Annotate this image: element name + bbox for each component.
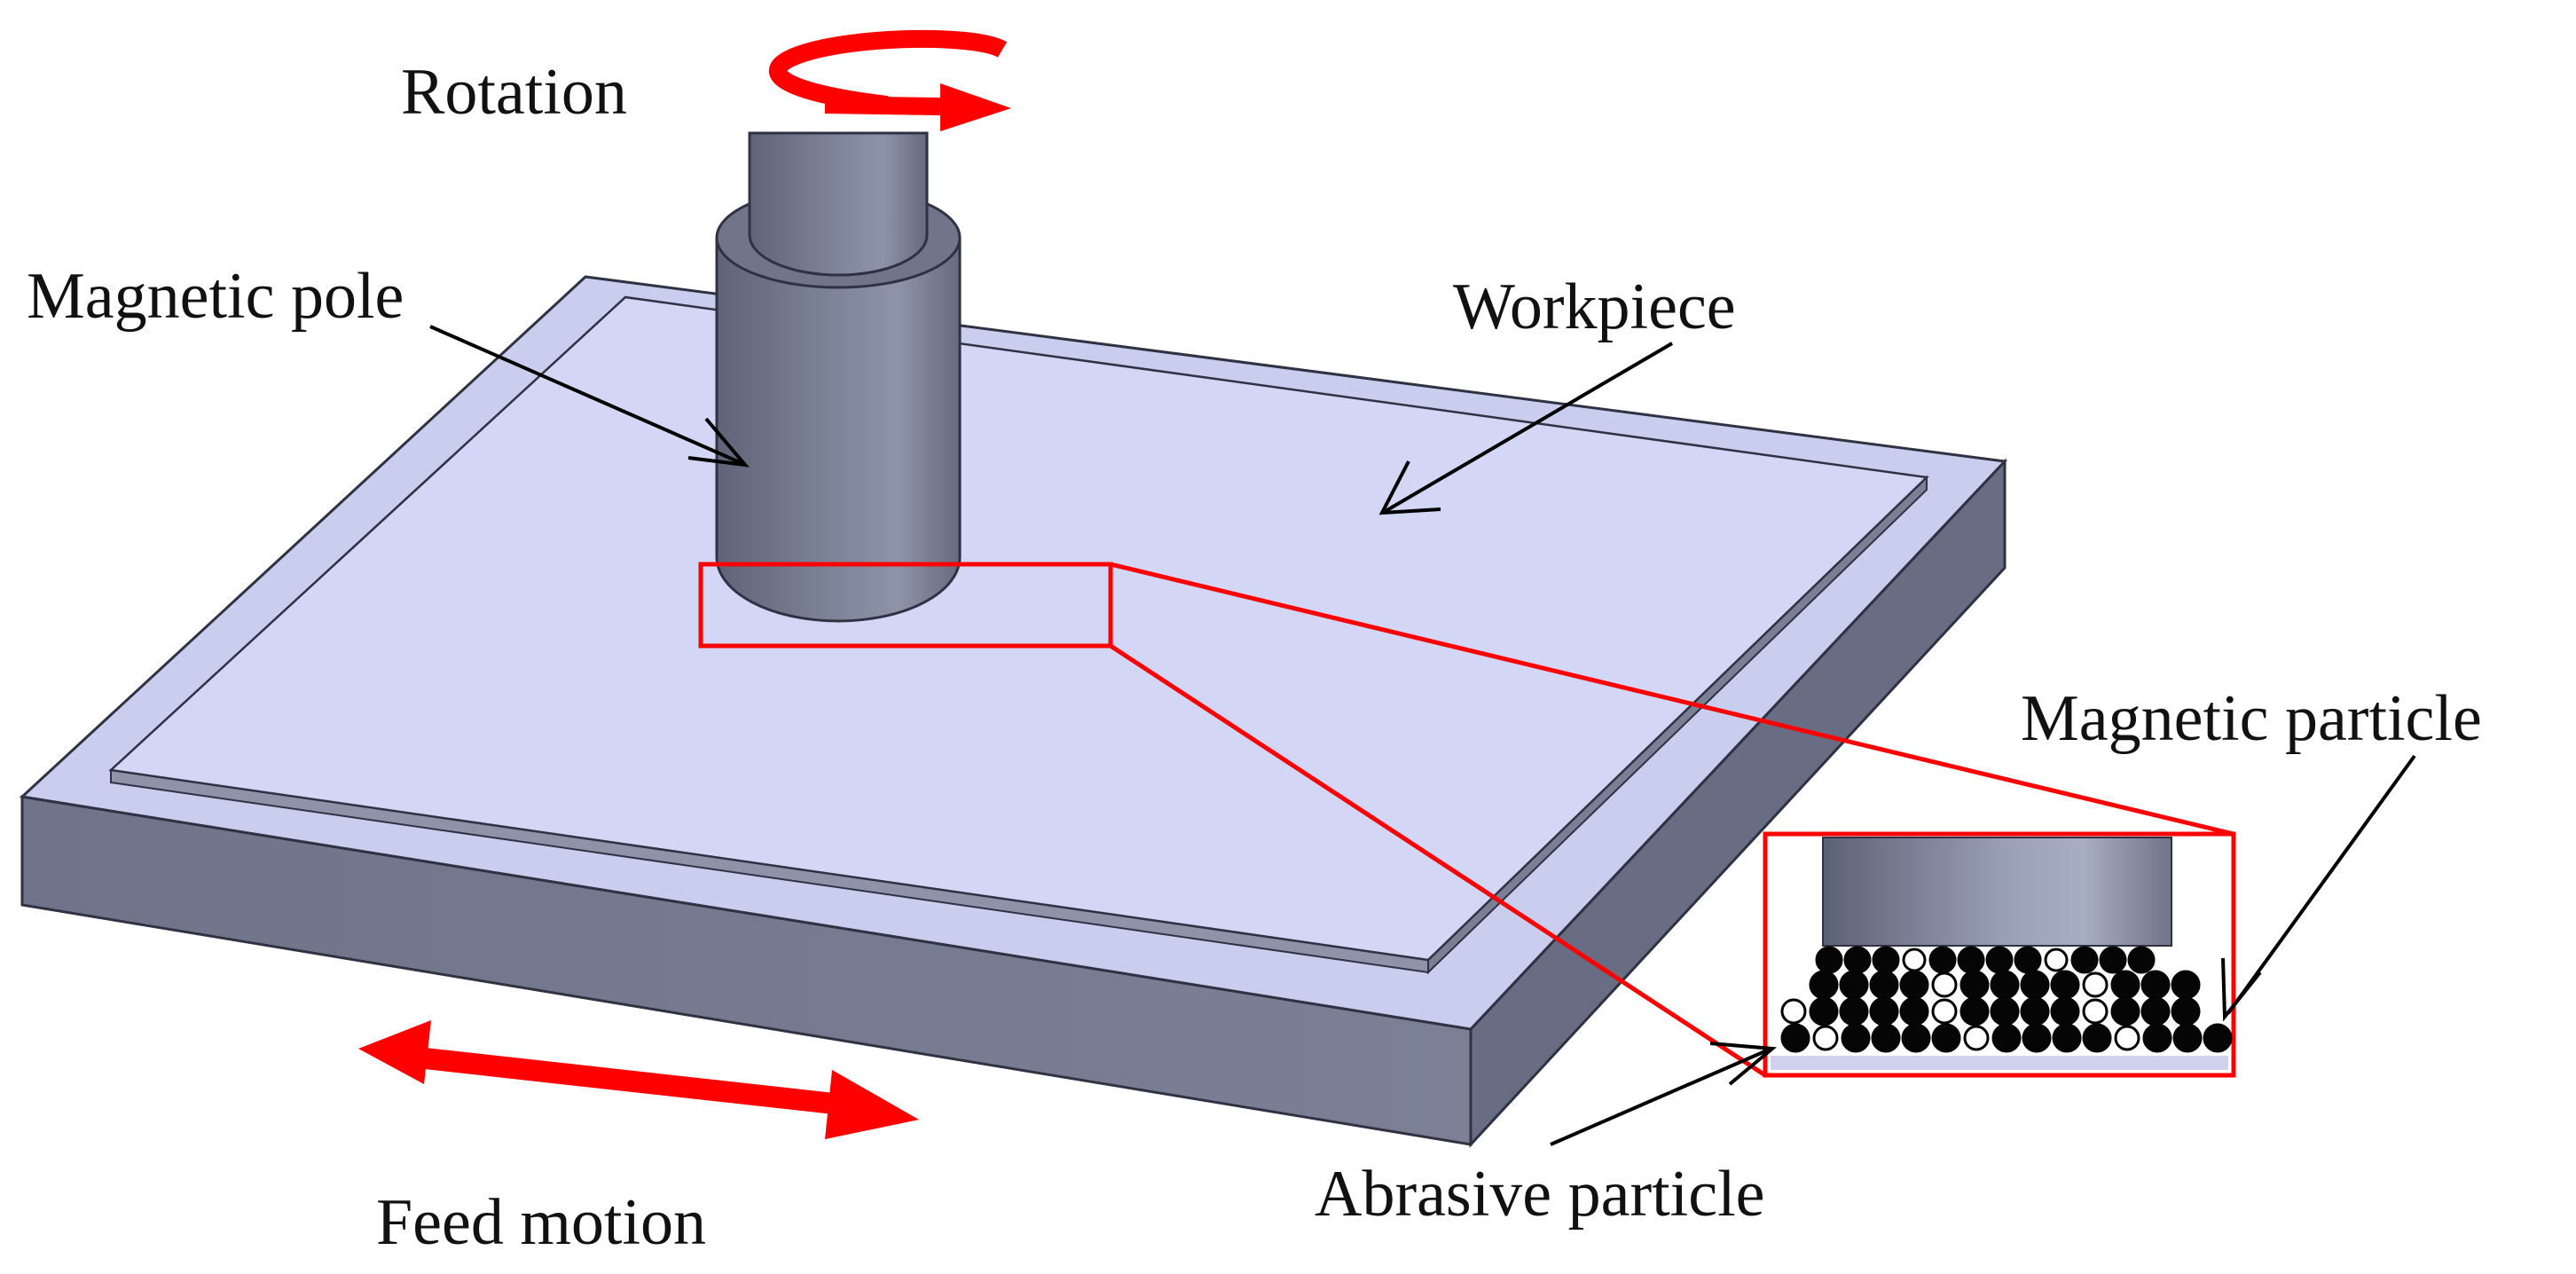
- magnetic-particle: [2171, 996, 2201, 1026]
- magnetic-particle: [1809, 996, 1839, 1026]
- magnetic-particle: [2127, 946, 2156, 974]
- feed-motion-arrow: [358, 1020, 919, 1139]
- magnetic-particle: [1931, 1023, 1961, 1053]
- pole-shaft: [748, 131, 929, 277]
- abrasive-particle: [2044, 948, 2069, 972]
- magnetic-particle-label: Magnetic particle: [2021, 682, 2482, 755]
- magnetic-particle: [1871, 1023, 1901, 1053]
- workpiece: [108, 295, 1929, 975]
- magnetic-pole-label: Magnetic pole: [27, 260, 404, 333]
- magnetic-particle: [1899, 996, 1929, 1026]
- labels: Rotation Magnetic pole Workpiece Magneti…: [27, 56, 2482, 1259]
- magnetic-particle: [1872, 946, 1900, 974]
- rotation-label: Rotation: [401, 56, 627, 129]
- magnetic-particle: [1843, 946, 1872, 974]
- magnetic-particle: [1990, 970, 2020, 1000]
- magnetic-particle: [1959, 970, 1990, 1000]
- abrasive-particle: [2114, 1025, 2140, 1051]
- magnetic-particle: [2099, 946, 2127, 974]
- magnetic-particle: [1901, 1023, 1931, 1053]
- workpiece-top-face: [108, 295, 1929, 962]
- particle-cluster: [1780, 946, 2233, 1053]
- abrasive-particle: [2082, 998, 2109, 1025]
- contact-zone-box: [698, 562, 1113, 649]
- magnetic-particle: [1780, 1023, 1810, 1053]
- magnetic-particle: [1957, 946, 1985, 974]
- magnetic-particle: [1991, 1023, 2022, 1053]
- magnetic-particle: [1869, 970, 1899, 1000]
- leader-lines: [429, 325, 2416, 1146]
- inset-magnified-view: [1763, 831, 2236, 1078]
- magnetic-particle: [2140, 996, 2171, 1026]
- magnetic-pole-leader: [429, 325, 742, 465]
- magnetic-particle: [1899, 970, 1929, 1000]
- magnetic-particle: [1869, 996, 1899, 1026]
- contact-zone-highlight: [698, 562, 2234, 1078]
- magnetic-particle: [2052, 1023, 2082, 1053]
- zoom-line-top: [1110, 562, 2234, 837]
- magnetic-particle: [2014, 946, 2042, 974]
- magnetic-particle: [2110, 996, 2140, 1026]
- abrasive-particle: [1902, 948, 1927, 972]
- abrasive-particle-leader: [1550, 1049, 1768, 1146]
- abrasive-particle: [1812, 1025, 1839, 1051]
- rotation-arrow: [769, 29, 1011, 131]
- magnetic-particle: [1839, 996, 1869, 1026]
- inset-workpiece-surface: [1771, 1056, 2228, 1070]
- abrasive-particle: [1931, 998, 1958, 1025]
- magnetic-pole: [715, 131, 962, 623]
- abrasive-particle-label: Abrasive particle: [1315, 1158, 1765, 1231]
- magnetic-particle: [1928, 946, 1957, 974]
- magnetic-particle: [2070, 946, 2099, 974]
- magnetic-particle: [2110, 970, 2140, 1000]
- magnetic-particle: [1809, 970, 1839, 1000]
- zoom-line-bottom: [1109, 643, 1767, 1078]
- magnetic-particle: [2140, 970, 2171, 1000]
- magnetic-particle: [1959, 996, 1990, 1026]
- magnetic-particle: [2020, 996, 2050, 1026]
- magnetic-particle: [1985, 946, 2014, 974]
- pole-body: [715, 236, 962, 623]
- magnetic-particle: [1990, 996, 2020, 1026]
- inset-pole: [1822, 837, 2172, 947]
- magnetic-particle: [1841, 1023, 1871, 1053]
- workpiece-label: Workpiece: [1453, 271, 1736, 343]
- magnetic-particle: [2171, 970, 2201, 1000]
- workpiece-leader: [1384, 342, 1674, 513]
- magnetic-particle: [2050, 996, 2080, 1026]
- magnetic-particle: [2082, 1023, 2112, 1053]
- magnetic-particle: [2203, 1023, 2233, 1053]
- magnetic-particle: [2172, 1023, 2203, 1053]
- abrasive-particle: [1780, 998, 1807, 1025]
- magnetic-particle: [1839, 970, 1869, 1000]
- magnetic-particle: [2020, 970, 2050, 1000]
- abrasive-particle: [2082, 971, 2109, 998]
- feed-motion-label: Feed motion: [376, 1186, 706, 1259]
- abrasive-particle: [1963, 1025, 1990, 1051]
- magnetic-particle: [2050, 970, 2080, 1000]
- magnetic-particle: [2022, 1023, 2052, 1053]
- magnetic-particle: [1815, 946, 1843, 974]
- magnetic-particle-leader: [2227, 754, 2416, 1015]
- magnetic-particle: [2142, 1023, 2172, 1053]
- abrasive-particle: [1931, 971, 1958, 998]
